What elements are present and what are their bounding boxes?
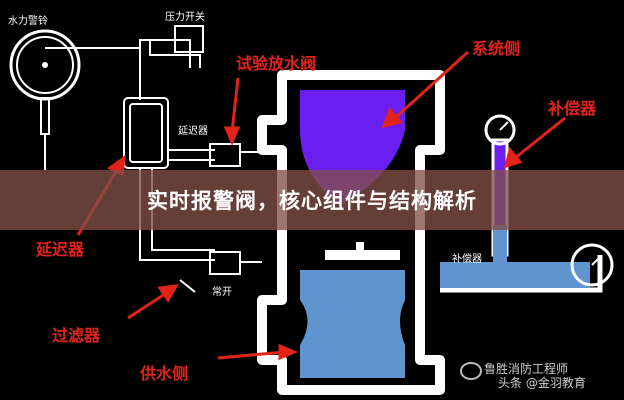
gauge-icon [484,114,516,146]
test-drain-valve-callout: 试验放水阀 [236,54,317,73]
supply-side-callout: 供水侧 [140,364,189,383]
pressure-switch-icon [174,25,204,53]
compensator-callout: 补偿器 [548,99,597,118]
title-banner: 实时报警阀，核心组件与结构解析 [0,170,624,230]
supply-side-chamber [300,270,405,378]
retarder-label: 延迟器 [178,126,208,137]
compensator-label: 补偿器 [452,254,482,265]
water-gong-label: 水力警铃 [8,16,48,27]
clapper-stem [356,242,364,256]
wechat-icon [460,362,482,380]
valve-body [257,70,445,395]
filter-icon [179,279,196,293]
pressure-switch-label: 压力开关 [165,12,205,23]
banner-title: 实时报警阀，核心组件与结构解析 [147,189,477,213]
normally-open-label: 常开 [212,287,232,298]
filter-callout: 过滤器 [52,326,101,345]
retarder-callout: 延迟器 [36,240,85,259]
water-gong-icon [9,29,81,135]
watermark-line1: 鲁胜消防工程师 [484,362,569,376]
watermark-line2: 头条 @金羽教育 [498,376,586,390]
system-side-callout: 系统侧 [472,39,521,58]
gauge-icon [570,243,614,287]
retarder-tank [123,97,169,169]
